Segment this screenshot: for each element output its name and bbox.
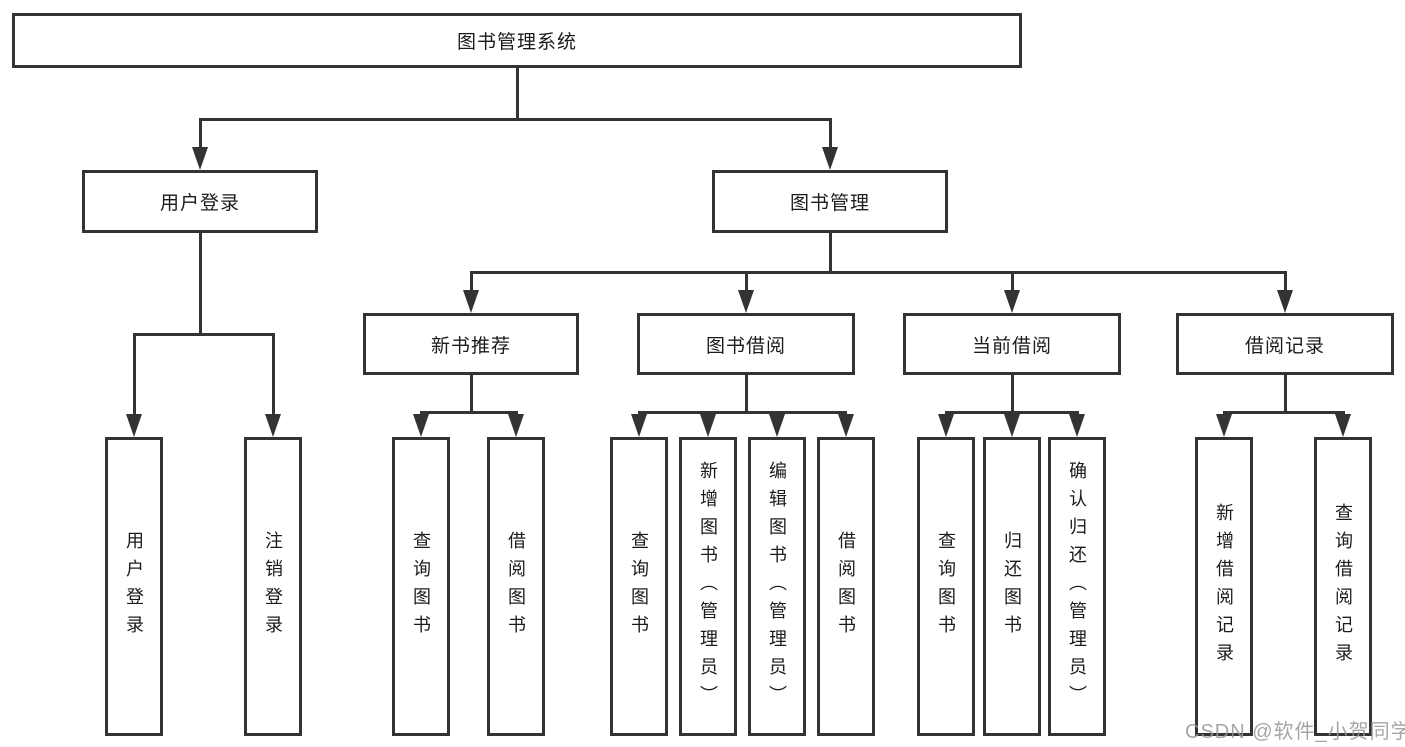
node-leaf-logout: 注销登录: [244, 437, 302, 736]
node-label: 新书推荐: [430, 335, 511, 357]
arrow-to-bb-query-books: [631, 414, 647, 437]
arrow-to-book-borrow: [738, 290, 754, 313]
node-book-management: 图书管理: [712, 170, 948, 233]
node-library-management-system: 图书管理系统: [12, 13, 1022, 68]
connector-borrow-records-stem: [1284, 375, 1287, 413]
node-label: 新增借阅记录: [1214, 502, 1234, 671]
connector-book-borrow-stem: [745, 375, 748, 413]
arrow-to-nb-borrow-books: [508, 414, 524, 437]
arrow-to-book-management: [822, 147, 838, 170]
arrow-to-user-login: [192, 147, 208, 170]
node-user-login: 用户登录: [82, 170, 318, 233]
node-leaf-cb-confirm-return-admin: 确认归还（管理员）: [1048, 437, 1106, 736]
connector-shaft-book-borrow: [745, 271, 748, 292]
node-label: 当前借阅: [971, 335, 1052, 357]
node-leaf-br-query-borrow-record: 查询借阅记录: [1314, 437, 1372, 736]
node-leaf-cb-query-books: 查询图书: [917, 437, 975, 736]
connector-new-book-crossbar: [420, 411, 518, 414]
node-label: 借阅记录: [1244, 335, 1325, 357]
node-label: 借阅图书: [506, 530, 526, 643]
connector-user-login-left-shaft: [133, 333, 136, 414]
connector-root-right-shaft: [829, 118, 832, 149]
connector-user-login-crossbar: [133, 333, 275, 336]
connector-new-book-stem: [470, 375, 473, 413]
node-label: 新增图书（管理员）: [698, 460, 718, 713]
node-borrow-records: 借阅记录: [1176, 313, 1394, 375]
connector-root-crossbar: [199, 118, 831, 121]
node-leaf-bb-query-books: 查询图书: [610, 437, 668, 736]
node-label: 归还图书: [1002, 530, 1022, 643]
connector-current-borrow-crossbar: [945, 411, 1079, 414]
arrow-to-bb-add-book: [700, 414, 716, 437]
connector-book-mgmt-stem: [829, 233, 832, 274]
arrow-to-cb-confirm-return: [1069, 414, 1085, 437]
arrow-to-br-query-record: [1335, 414, 1351, 437]
connector-shaft-new-book: [470, 271, 473, 292]
arrow-to-bb-borrow-books: [838, 414, 854, 437]
connector-root-stem: [516, 67, 519, 120]
node-label: 借阅图书: [836, 530, 856, 643]
node-new-book-recommend: 新书推荐: [363, 313, 579, 375]
node-leaf-bb-edit-book-admin: 编辑图书（管理员）: [748, 437, 806, 736]
node-label: 查询图书: [629, 530, 649, 643]
arrow-to-cb-return-books: [1004, 414, 1020, 437]
node-label: 图书管理: [789, 193, 870, 214]
node-label: 注销登录: [263, 530, 283, 643]
node-label: 查询图书: [936, 530, 956, 643]
connector-book-borrow-crossbar: [638, 411, 847, 414]
connector-book-mgmt-crossbar: [470, 271, 1287, 274]
node-label: 用户登录: [159, 193, 240, 214]
arrow-to-br-add-record: [1216, 414, 1232, 437]
node-label: 确认归还（管理员）: [1067, 460, 1087, 713]
node-book-borrow: 图书借阅: [637, 313, 855, 375]
node-leaf-user-login: 用户登录: [105, 437, 163, 736]
node-leaf-nb-query-books: 查询图书: [392, 437, 450, 736]
node-current-borrow: 当前借阅: [903, 313, 1121, 375]
arrow-to-borrow-records: [1277, 290, 1293, 313]
arrow-to-current-borrow: [1004, 290, 1020, 313]
connector-shaft-current-borrow: [1011, 271, 1014, 292]
arrow-to-cb-query-books: [938, 414, 954, 437]
arrow-to-bb-edit-book: [769, 414, 785, 437]
arrow-to-nb-query-books: [413, 414, 429, 437]
arrow-to-new-book-recommend: [463, 290, 479, 313]
connector-shaft-borrow-records: [1284, 271, 1287, 292]
connector-user-login-right-shaft: [272, 333, 275, 414]
csdn-watermark: CSDN @软件_小贺同学: [1185, 721, 1405, 743]
node-label: 图书借阅: [705, 335, 786, 357]
node-leaf-cb-return-books: 归还图书: [983, 437, 1041, 736]
node-leaf-br-add-borrow-record: 新增借阅记录: [1195, 437, 1253, 736]
node-label: 编辑图书（管理员）: [767, 460, 787, 713]
node-label: 查询图书: [411, 530, 431, 643]
connector-borrow-records-crossbar: [1223, 411, 1345, 414]
connector-root-left-shaft: [199, 118, 202, 149]
arrow-to-user-login-leaf: [126, 414, 142, 437]
node-leaf-nb-borrow-books: 借阅图书: [487, 437, 545, 736]
node-label: 查询借阅记录: [1333, 502, 1353, 671]
node-label: 图书管理系统: [456, 32, 577, 53]
connector-user-login-stem: [199, 233, 202, 335]
connector-current-borrow-stem: [1011, 375, 1014, 413]
arrow-to-logout-leaf: [265, 414, 281, 437]
node-label: 用户登录: [124, 530, 144, 643]
node-leaf-bb-add-book-admin: 新增图书（管理员）: [679, 437, 737, 736]
node-leaf-bb-borrow-books: 借阅图书: [817, 437, 875, 736]
